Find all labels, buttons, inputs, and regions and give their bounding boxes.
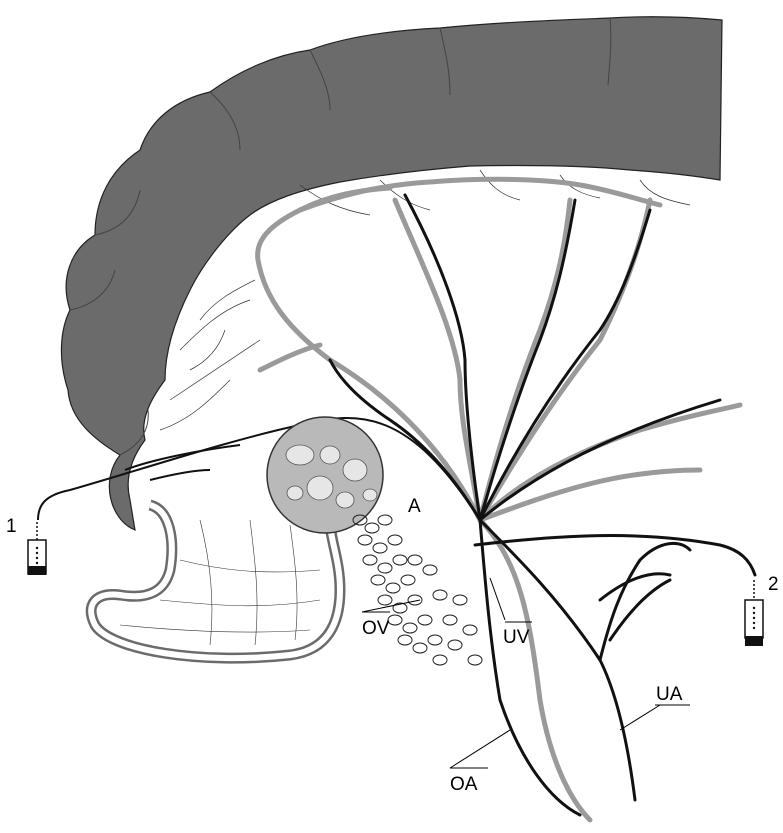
syringe-1: [28, 522, 46, 575]
follicle: [307, 476, 333, 500]
follicle: [336, 492, 354, 508]
label-oa: OA: [450, 774, 478, 795]
follicle: [286, 445, 314, 465]
follicle: [343, 459, 367, 481]
dark-tissue-band: [61, 17, 722, 530]
follicle: [320, 446, 340, 464]
leader-oa: [450, 730, 510, 768]
oviduct-mesh: [120, 520, 320, 645]
label-uv: UV: [503, 627, 530, 648]
syringe-2: [745, 580, 763, 646]
leader-ua: [620, 705, 660, 730]
label-ua: UA: [656, 684, 683, 705]
venous-plexus: [353, 515, 482, 665]
follicle: [287, 486, 303, 500]
follicle: [363, 489, 377, 501]
ovary: [267, 417, 383, 533]
leader-uv: [490, 578, 505, 620]
label-1: 1: [6, 516, 17, 537]
label-a: A: [408, 496, 421, 517]
label-ov: OV: [362, 618, 390, 639]
label-2: 2: [768, 574, 779, 595]
